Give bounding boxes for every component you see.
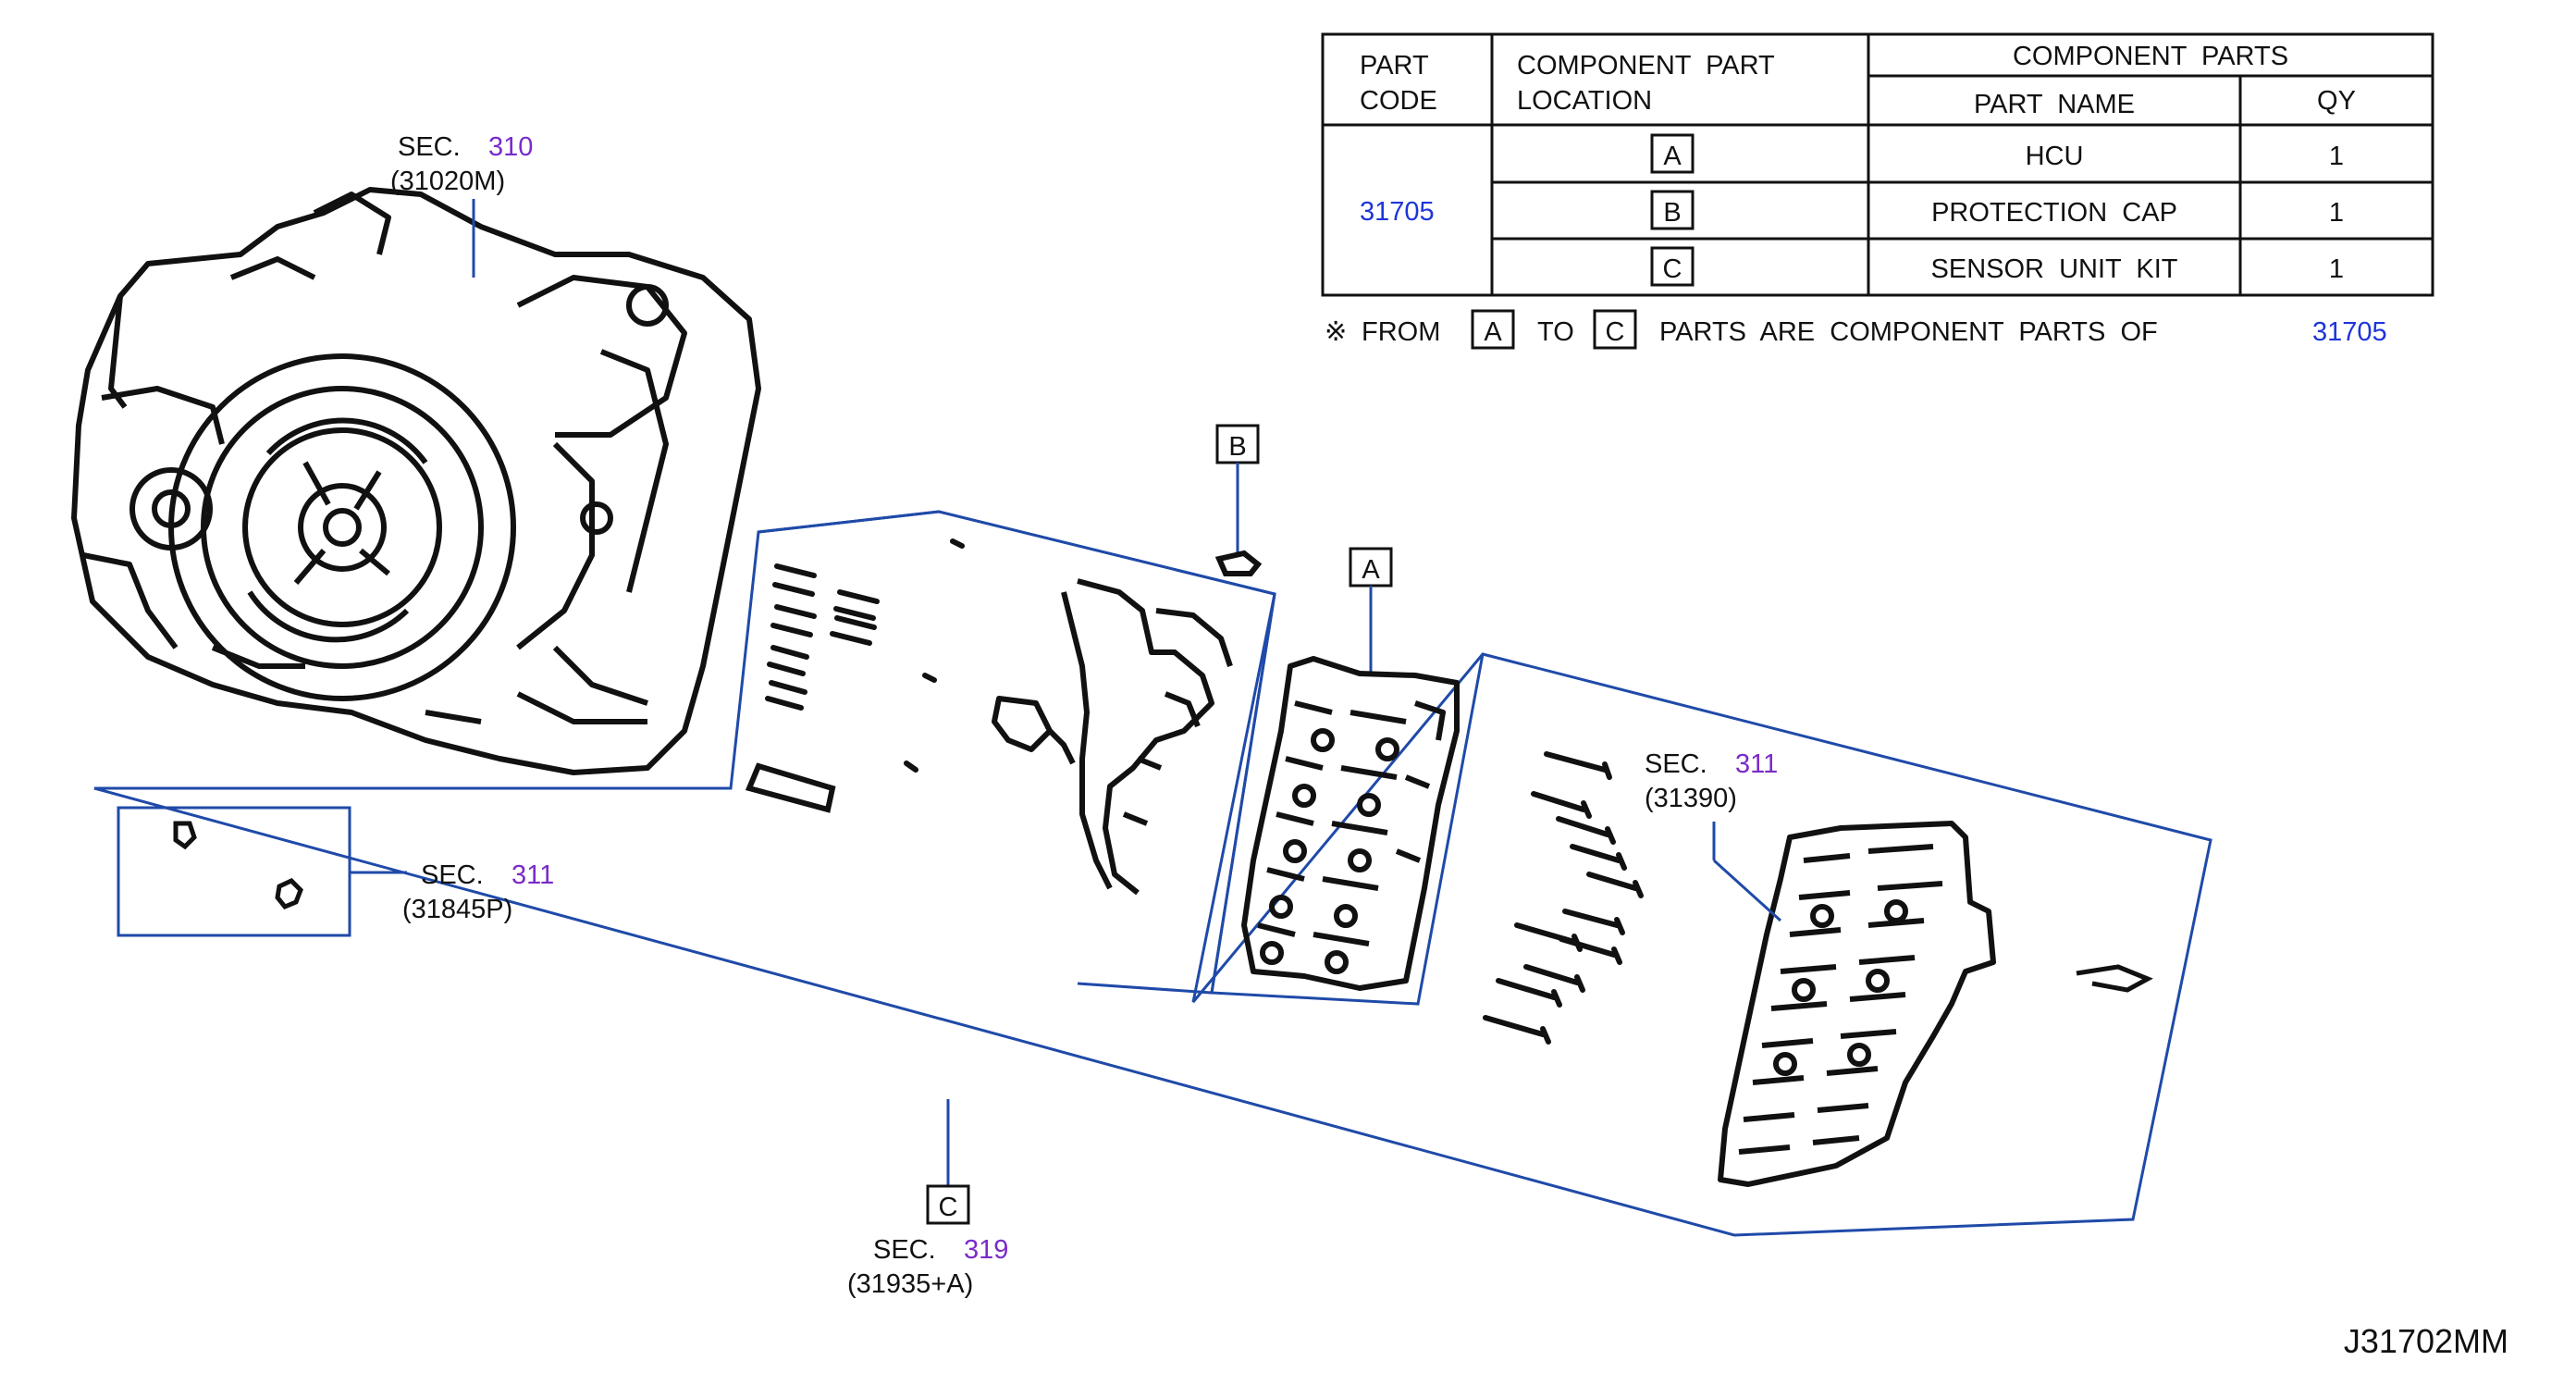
row-a-location: A <box>1663 142 1682 171</box>
hcu-valve-body[interactable] <box>1241 656 1460 991</box>
hcu-outline <box>1210 593 1485 1006</box>
note-symbol: ※ <box>1325 317 1347 347</box>
note-box-from: A <box>1484 317 1502 347</box>
sec311-right-prefix: SEC. <box>1645 749 1707 779</box>
part-code-value[interactable]: 31705 <box>1360 197 1435 227</box>
header-part-code-line1: PART <box>1360 51 1429 80</box>
sec319-callout[interactable]: SEC. 319 (31935+A) <box>847 1235 1008 1299</box>
retaining-clip[interactable] <box>2076 964 2153 993</box>
sec319-number[interactable]: 319 <box>964 1235 1008 1265</box>
component-parts-table <box>1321 32 2434 297</box>
sec311-left-prefix: SEC. <box>421 860 484 890</box>
solenoid-parts[interactable] <box>745 538 965 813</box>
marker-c-label: C <box>939 1193 958 1222</box>
sec311-right-callout[interactable]: SEC. 311 (31390) <box>1645 749 1778 813</box>
row-b-qy: 1 <box>2329 198 2344 228</box>
sec311-right-leader-d <box>1712 859 1782 922</box>
sec311-right-number[interactable]: 311 <box>1735 749 1778 779</box>
header-location-line2: LOCATION <box>1517 86 1652 116</box>
row-a-name: HCU <box>2026 142 2084 171</box>
sec311-left-callout[interactable]: SEC. 311 (31845P) <box>402 860 554 924</box>
note-from: FROM <box>1362 317 1440 347</box>
note-box-to: C <box>1606 317 1625 347</box>
diagram-code: J31702MM <box>2344 1322 2508 1360</box>
note-to: TO <box>1537 317 1574 347</box>
sec310-part-number: (31020M) <box>390 167 505 196</box>
marker-c <box>926 1184 970 1225</box>
row-c-location: C <box>1663 254 1682 284</box>
protection-cap[interactable] <box>1214 550 1263 576</box>
sec310-prefix: SEC. <box>398 132 461 162</box>
row-a-qy: 1 <box>2329 142 2344 171</box>
row-b-name: PROTECTION CAP <box>1931 198 2177 228</box>
sensor-plate[interactable] <box>1718 821 1996 1187</box>
note-code[interactable]: 31705 <box>2312 317 2387 347</box>
note-text: PARTS ARE COMPONENT PARTS OF <box>1659 317 2158 347</box>
bolts[interactable] <box>1483 751 1644 1045</box>
sec310-number[interactable]: 310 <box>488 132 533 162</box>
sensor-kit-outline <box>93 510 2212 1237</box>
seal-small-parts[interactable] <box>173 821 303 910</box>
row-c-name: SENSOR UNIT KIT <box>1931 254 2178 284</box>
sec310-callout[interactable]: SEC. 310 (31020M) <box>390 132 533 196</box>
sec311-right-part-number: (31390) <box>1645 784 1737 813</box>
header-part-name: PART NAME <box>1974 90 2135 119</box>
row-b-location: B <box>1663 198 1681 228</box>
transmission-assembly-illustration[interactable] <box>71 187 761 775</box>
row-c-qy: 1 <box>2329 254 2344 284</box>
kit-outline <box>758 510 1276 995</box>
header-component-parts: COMPONENT PARTS <box>2013 42 2288 71</box>
marker-a-label: A <box>1362 555 1380 585</box>
sec311-left-number[interactable]: 311 <box>512 860 554 890</box>
sec319-prefix: SEC. <box>873 1235 936 1265</box>
sec311-left-part-number: (31845P) <box>402 895 512 924</box>
header-location-line1: COMPONENT PART <box>1517 51 1775 80</box>
header-part-code-line2: CODE <box>1360 86 1437 116</box>
marker-b-label: B <box>1228 432 1246 462</box>
header-qy: QY <box>2317 86 2356 116</box>
wiring-harness[interactable] <box>992 578 1233 896</box>
sec319-part-number: (31935+A) <box>847 1269 973 1299</box>
